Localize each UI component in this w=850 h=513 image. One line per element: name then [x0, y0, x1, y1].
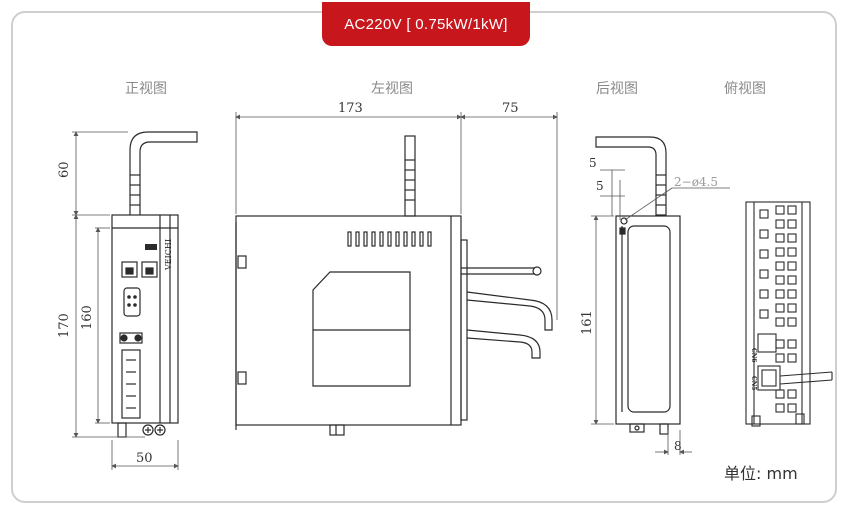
- spec-badge: AC220V [ 0.75kW/1kW]: [322, 2, 530, 46]
- front-view: [111, 131, 198, 438]
- left-antenna: [404, 135, 416, 217]
- left-dim-lines: [235, 112, 558, 320]
- dim-rear-5a: 5: [589, 156, 597, 170]
- dim-rear-161: 161: [580, 310, 595, 335]
- top-body: [745, 201, 811, 425]
- top-connector-cn6: [757, 333, 777, 353]
- left-body: [235, 215, 462, 426]
- top-view: [745, 201, 833, 427]
- dim-front-50: 50: [136, 451, 153, 466]
- dim-rear-holes: 2−ø4.5: [674, 175, 718, 189]
- rear-view-label: 后视图: [596, 81, 638, 97]
- rear-body: [615, 215, 681, 425]
- dim-left-75: 75: [502, 101, 519, 116]
- dim-front-170: 170: [57, 313, 72, 338]
- top-connector-cn5: [757, 365, 781, 391]
- dim-left-173: 173: [338, 101, 363, 116]
- top-view-label: 俯视图: [724, 81, 766, 97]
- dim-front-60: 60: [57, 161, 72, 178]
- front-brand-text: VEICHI: [164, 239, 173, 271]
- rear-dim-lines: [591, 169, 730, 455]
- dim-front-160: 160: [80, 305, 95, 330]
- front-antenna: [129, 131, 198, 215]
- rear-view: [595, 136, 681, 435]
- rear-antenna: [595, 136, 667, 216]
- dim-rear-5b: 5: [596, 179, 604, 193]
- left-view-label: 左视图: [371, 81, 413, 97]
- front-body: [111, 214, 179, 424]
- left-vents: [347, 231, 432, 247]
- top-cn6-label: CN6: [750, 348, 757, 362]
- top-cn5-label: CN5: [750, 376, 757, 390]
- left-view: [235, 135, 553, 436]
- front-dim-lines: [72, 131, 179, 470]
- dim-rear-8: 8: [674, 439, 682, 453]
- top-fins: [759, 205, 797, 413]
- unit-label: 单位: mm: [724, 464, 798, 483]
- front-view-label: 正视图: [125, 81, 167, 97]
- left-label-panel: [312, 271, 411, 387]
